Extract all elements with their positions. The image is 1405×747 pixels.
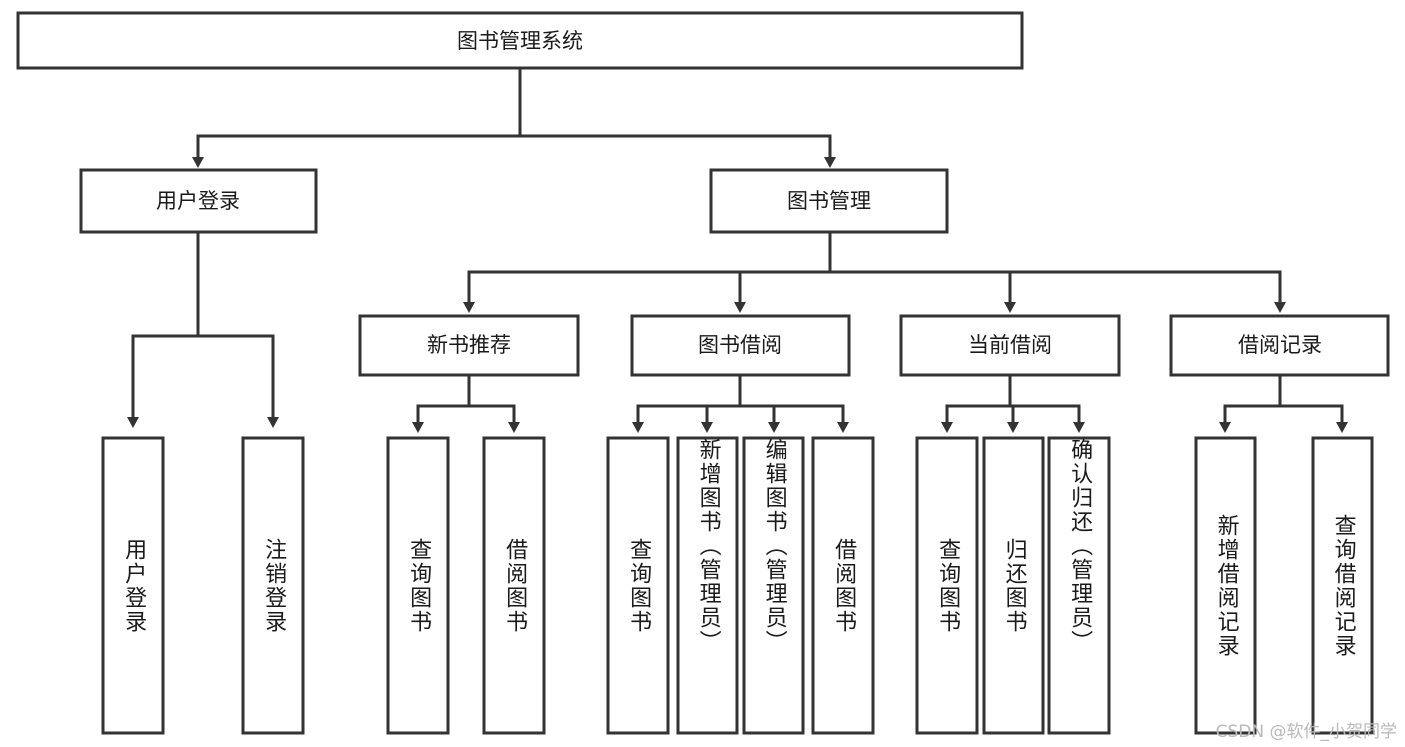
- connector-bookborrow-to-leaves: [632, 373, 849, 433]
- node-book-management[interactable]: 图书管理: [709, 168, 949, 234]
- connector-borrowrecord-to-leaves: [1219, 373, 1348, 433]
- connector-newbook-to-leaves: [412, 373, 520, 433]
- leaf-node[interactable]: [386, 436, 450, 735]
- node-new-book-recommend[interactable]: 新书推荐: [358, 314, 580, 377]
- node-user-login-label: 用户登录: [156, 189, 240, 213]
- leaf-node[interactable]: [982, 436, 1045, 735]
- node-borrow-record-label: 借阅记录: [1238, 333, 1322, 357]
- node-root[interactable]: 图书管理系统: [16, 11, 1024, 70]
- node-book-management-label: 图书管理: [787, 189, 871, 213]
- node-book-borrow-label: 图书借阅: [698, 333, 782, 357]
- leaf-node[interactable]: [606, 436, 670, 735]
- leaf-node[interactable]: [915, 436, 979, 735]
- leaf-node[interactable]: [101, 436, 165, 735]
- node-root-label: 图书管理系统: [457, 29, 583, 53]
- connector-bookmgmt-to-level3: [463, 230, 1286, 313]
- node-new-book-recommend-label: 新书推荐: [427, 333, 511, 357]
- node-current-borrow-label: 当前借阅: [968, 333, 1052, 357]
- leaf-node[interactable]: [676, 436, 739, 735]
- leaf-node[interactable]: [811, 436, 875, 735]
- leaf-node[interactable]: [482, 436, 546, 735]
- leaf-node[interactable]: [1194, 436, 1257, 735]
- connector-currentborrow-to-leaves: [941, 373, 1085, 433]
- leaf-node[interactable]: [241, 436, 305, 735]
- node-user-login[interactable]: 用户登录: [79, 168, 318, 234]
- node-book-borrow[interactable]: 图书借阅: [630, 314, 851, 377]
- leaf-node[interactable]: [742, 436, 805, 735]
- leaf-node[interactable]: [1311, 436, 1374, 735]
- connector-root-to-level2: [192, 66, 836, 168]
- node-borrow-record[interactable]: 借阅记录: [1169, 314, 1390, 377]
- node-current-borrow[interactable]: 当前借阅: [899, 314, 1121, 377]
- connector-userlogin-to-leaves: [127, 230, 279, 428]
- leaf-node[interactable]: [1047, 436, 1111, 735]
